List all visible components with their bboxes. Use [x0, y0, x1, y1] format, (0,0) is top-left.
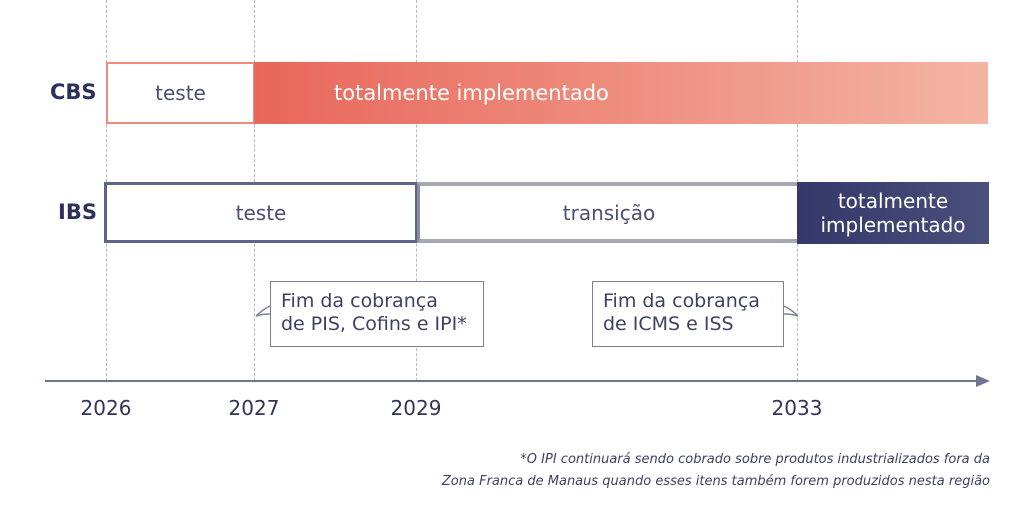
- ibs-transition-segment: transição: [417, 182, 798, 243]
- callout-pis-cofins-ipi: Fim da cobrança de PIS, Cofins e IPI*: [270, 281, 484, 347]
- year-label: 2033: [771, 396, 823, 420]
- callout-line: Fim da cobrança: [281, 290, 438, 312]
- ibs-test-segment: teste: [104, 182, 418, 243]
- year-label: 2027: [228, 396, 280, 420]
- footnote-line-2: Zona Franca de Manaus quando esses itens…: [441, 474, 990, 489]
- cbs-full-segment: totalmente implementado: [254, 62, 988, 124]
- ibs-full-segment: totalmente implementado: [797, 182, 989, 244]
- cbs-test-segment: teste: [106, 62, 255, 124]
- year-label: 2029: [390, 396, 442, 420]
- callout-pointer-right: [783, 305, 799, 317]
- callout-line: Fim da cobrança: [603, 290, 760, 312]
- axis-arrow-icon: [976, 375, 990, 387]
- cbs-label: CBS: [50, 80, 97, 104]
- year-label: 2026: [80, 396, 132, 420]
- footnote-line-1: *O IPI continuará sendo cobrado sobre pr…: [520, 452, 990, 467]
- callout-line: de ICMS e ISS: [603, 313, 734, 335]
- callout-line: de PIS, Cofins e IPI*: [281, 313, 467, 335]
- callout-pointer-left: [255, 305, 271, 317]
- ibs-label: IBS: [58, 200, 97, 224]
- callout-icms-iss: Fim da cobrança de ICMS e ISS: [592, 281, 784, 347]
